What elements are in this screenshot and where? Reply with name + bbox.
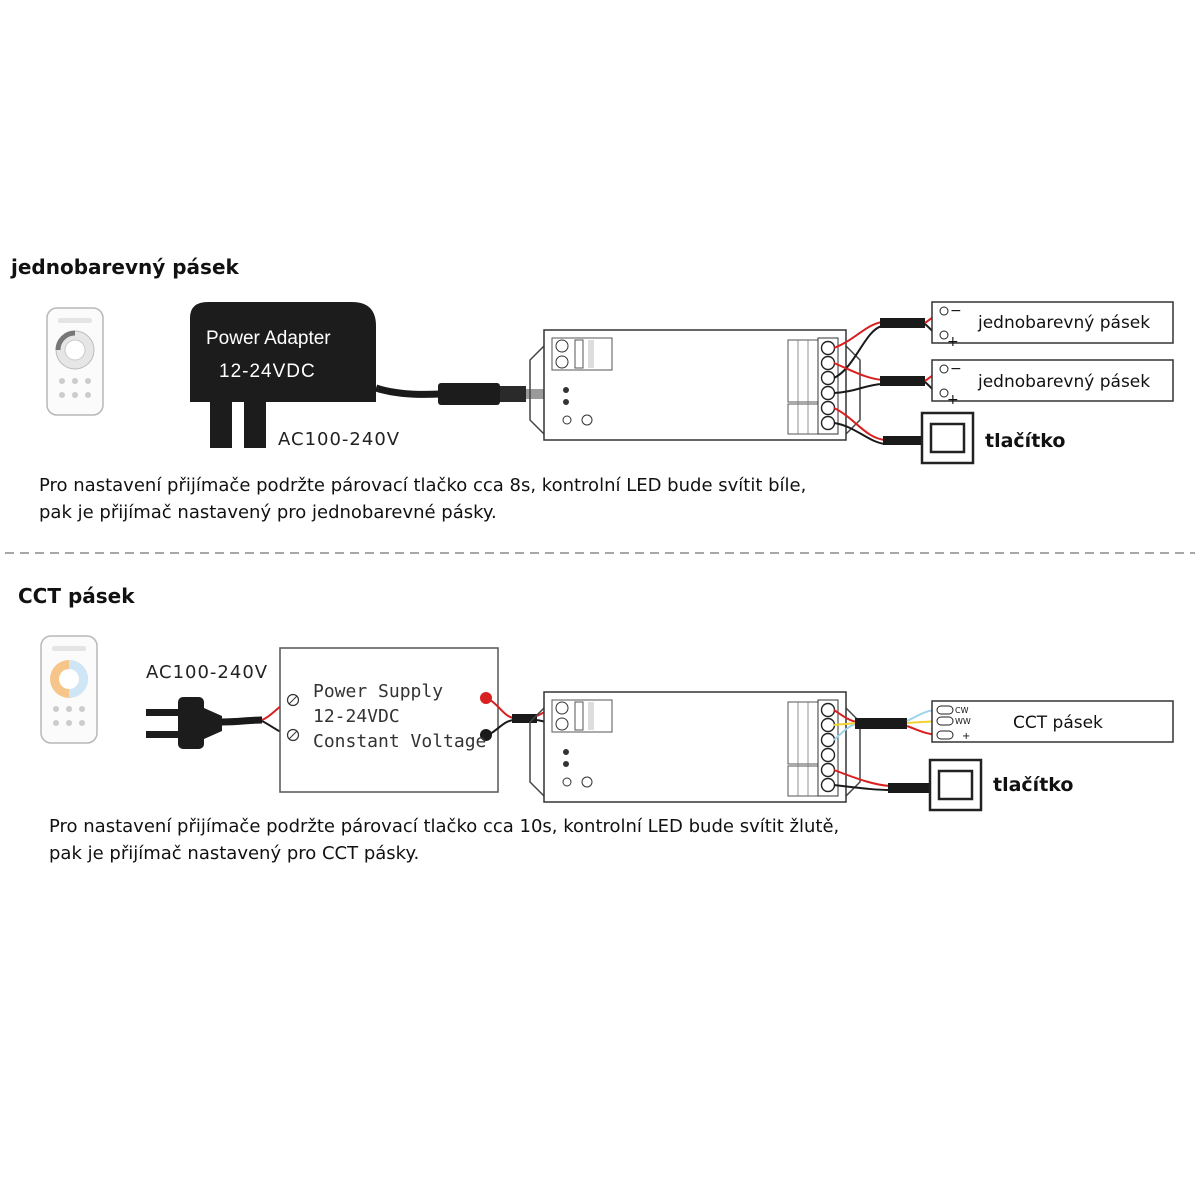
strip-wires-2 <box>833 709 891 791</box>
button-label-2: tlačítko <box>993 774 1073 796</box>
remote-control-icon <box>46 307 104 416</box>
section-2-description: Pro nastavení přijímače podržte párovací… <box>49 813 839 867</box>
section-1-description-line1: Pro nastavení přijímače podržte párovací… <box>39 475 807 496</box>
power-adapter-icon <box>190 302 376 448</box>
push-button-icon-1 <box>920 411 975 465</box>
mains-voltage-label-2: AC100-240V <box>146 662 268 683</box>
button-label-1: tlačítko <box>985 430 1065 452</box>
controller-2 <box>529 691 861 803</box>
strip-1-plus-sign: + <box>947 334 959 350</box>
dc-plug-icon <box>438 383 546 405</box>
cct-led-strip <box>931 700 1174 743</box>
section-1-heading: jednobarevný pásek <box>11 255 239 279</box>
strip-1-minus-sign: − <box>950 303 962 319</box>
cct-terminal-plus: + <box>962 731 970 742</box>
mains-voltage-label-1: AC100-240V <box>278 429 400 450</box>
push-button-icon-2 <box>928 758 983 812</box>
led-strip-2 <box>931 359 1174 402</box>
button-cable-2 <box>888 783 930 793</box>
strip-cable-1 <box>880 318 925 328</box>
cct-terminal-ww: WW <box>955 717 971 726</box>
strip-2-plus-sign: + <box>947 392 959 408</box>
section-1-description: Pro nastavení přijímače podržte párovací… <box>39 472 806 526</box>
strip-2-minus-sign: − <box>950 361 962 377</box>
adapter-label-line1: Power Adapter <box>206 328 331 349</box>
cct-remote-control-icon <box>40 635 98 744</box>
section-2-description-line2: pak je přijímač nastavený pro CCT pásky. <box>49 843 420 864</box>
led-strip-1 <box>931 301 1174 344</box>
power-supply-box <box>279 647 499 793</box>
strip-1-label: jednobarevný pásek <box>977 313 1150 333</box>
strip-cable-3 <box>855 718 907 729</box>
cct-terminal-cw: CW <box>955 706 969 715</box>
strip-wires-1 <box>833 321 886 445</box>
section-2-heading: CCT pásek <box>18 584 135 608</box>
psu-label-line3: Constant Voltage <box>313 731 486 752</box>
mains-plug-icon <box>146 697 263 749</box>
strip-cable-2 <box>880 376 925 386</box>
section-2-description-line1: Pro nastavení přijímače podržte párovací… <box>49 816 840 837</box>
psu-label-line1: Power Supply <box>313 681 443 702</box>
section-1-description-line2: pak je přijímač nastavený pro jednobarev… <box>39 502 497 523</box>
controller-1 <box>529 329 861 441</box>
button-cable-1 <box>883 436 923 445</box>
adapter-label-line2: 12-24VDC <box>219 361 316 382</box>
adapter-cable <box>374 384 441 398</box>
strip-2-label: jednobarevný pásek <box>977 372 1150 392</box>
psu-label-line2: 12-24VDC <box>313 706 400 727</box>
cct-strip-label: CCT pásek <box>1013 713 1103 733</box>
